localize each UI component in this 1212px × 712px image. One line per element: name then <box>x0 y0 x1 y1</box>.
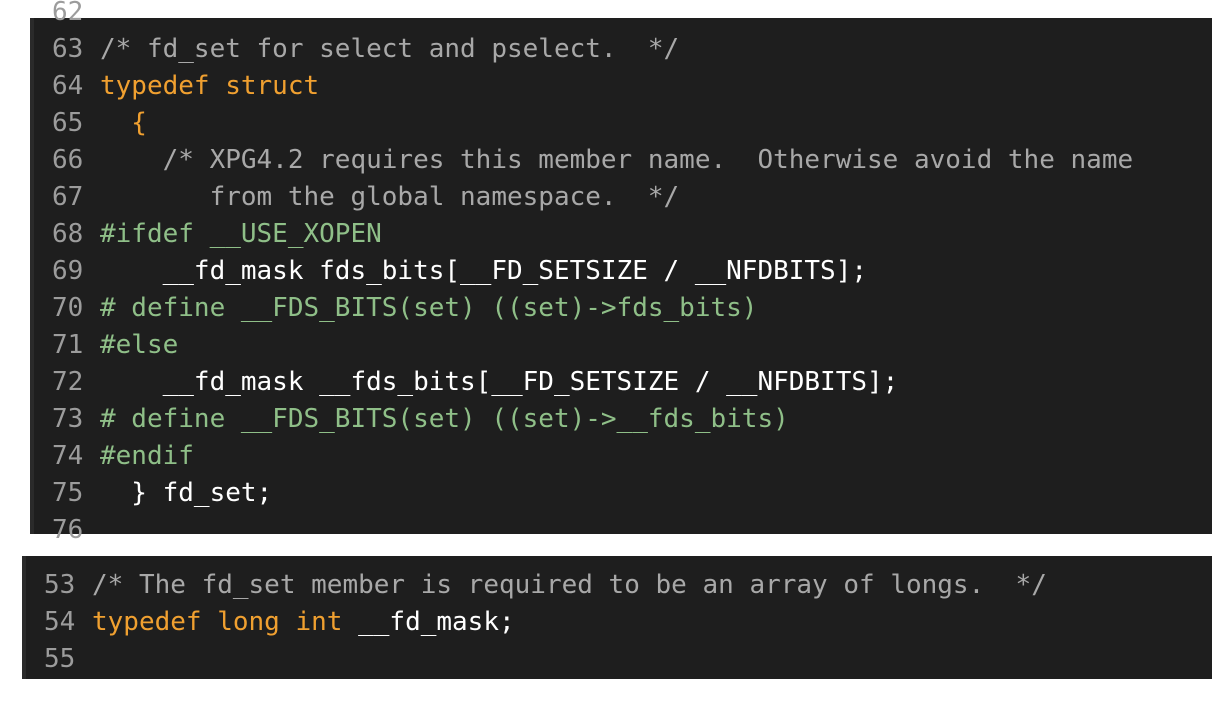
code-line: 66 /* XPG4.2 requires this member name. … <box>30 142 1212 179</box>
line-number: 75 <box>52 478 84 508</box>
code-token: from the global namespace. */ <box>100 182 680 212</box>
line-number: 63 <box>52 34 84 64</box>
code-token: /* fd_set for select and pselect. */ <box>100 34 680 64</box>
line-number: 53 <box>44 570 76 600</box>
code-token: /* The fd_set member is required to be a… <box>92 570 1047 600</box>
code-line: 55 <box>22 641 1212 678</box>
code-snippet-top: 62 63 /* fd_set for select and pselect. */… <box>30 0 1212 545</box>
line-number: 66 <box>52 145 84 175</box>
code-line: 71 #else <box>30 327 1212 364</box>
code-line: 72 __fd_mask __fds_bits[__FD_SETSIZE / _… <box>30 364 1212 401</box>
code-token: __fd_mask; <box>342 607 515 637</box>
gutter-edge <box>30 18 34 534</box>
line-number: 55 <box>44 644 76 674</box>
code-line: 54 typedef long int __fd_mask; <box>22 604 1212 641</box>
line-number: 69 <box>52 256 84 286</box>
code-line: 69 __fd_mask fds_bits[__FD_SETSIZE / __N… <box>30 253 1212 290</box>
line-number: 71 <box>52 330 84 360</box>
code-line: 74 #endif <box>30 438 1212 475</box>
gutter-edge <box>22 556 26 679</box>
code-token: # define __FDS_BITS(set) ((set)->__fds_b… <box>100 404 789 434</box>
line-number: 68 <box>52 219 84 249</box>
code-line: 67 from the global namespace. */ <box>30 179 1212 216</box>
line-number: 65 <box>52 108 84 138</box>
code-token: # define __FDS_BITS(set) ((set)->fds_bit… <box>100 293 758 323</box>
code-line: 73 # define __FDS_BITS(set) ((set)->__fds… <box>30 401 1212 438</box>
line-number: 62 <box>52 0 84 27</box>
code-line: 75 } fd_set; <box>30 475 1212 512</box>
code-token: #ifdef __USE_XOPEN <box>100 219 382 249</box>
code-line: 76 <box>30 512 1212 549</box>
code-line: 68 #ifdef __USE_XOPEN <box>30 216 1212 253</box>
line-number: 54 <box>44 607 76 637</box>
code-line: 65 { <box>30 105 1212 142</box>
line-number: 72 <box>52 367 84 397</box>
code-token: #endif <box>100 441 194 471</box>
code-token: __fd_mask fds_bits[__FD_SETSIZE / __NFDB… <box>100 256 868 286</box>
code-token: typedef struct <box>100 71 320 101</box>
code-line: 70 # define __FDS_BITS(set) ((set)->fds_b… <box>30 290 1212 327</box>
line-number: 64 <box>52 71 84 101</box>
line-number: 67 <box>52 182 84 212</box>
code-token: { <box>100 108 147 138</box>
line-number: 76 <box>52 515 84 545</box>
code-token: /* XPG4.2 requires this member name. Oth… <box>100 145 1134 175</box>
code-token: #else <box>100 330 179 360</box>
code-token: typedef long int <box>92 607 343 637</box>
code-line: 64 typedef struct <box>30 68 1212 105</box>
code-line: 63 /* fd_set for select and pselect. */ <box>30 31 1212 68</box>
line-number: 73 <box>52 404 84 434</box>
line-number: 70 <box>52 293 84 323</box>
code-line: 62 <box>30 0 1212 31</box>
code-token: __fd_mask __fds_bits[__FD_SETSIZE / __NF… <box>100 367 899 397</box>
code-token: } fd_set; <box>100 478 273 508</box>
code-line: 53 /* The fd_set member is required to be… <box>22 567 1212 604</box>
code-snippet-bottom: 53 /* The fd_set member is required to be… <box>22 556 1212 679</box>
line-number: 74 <box>52 441 84 471</box>
